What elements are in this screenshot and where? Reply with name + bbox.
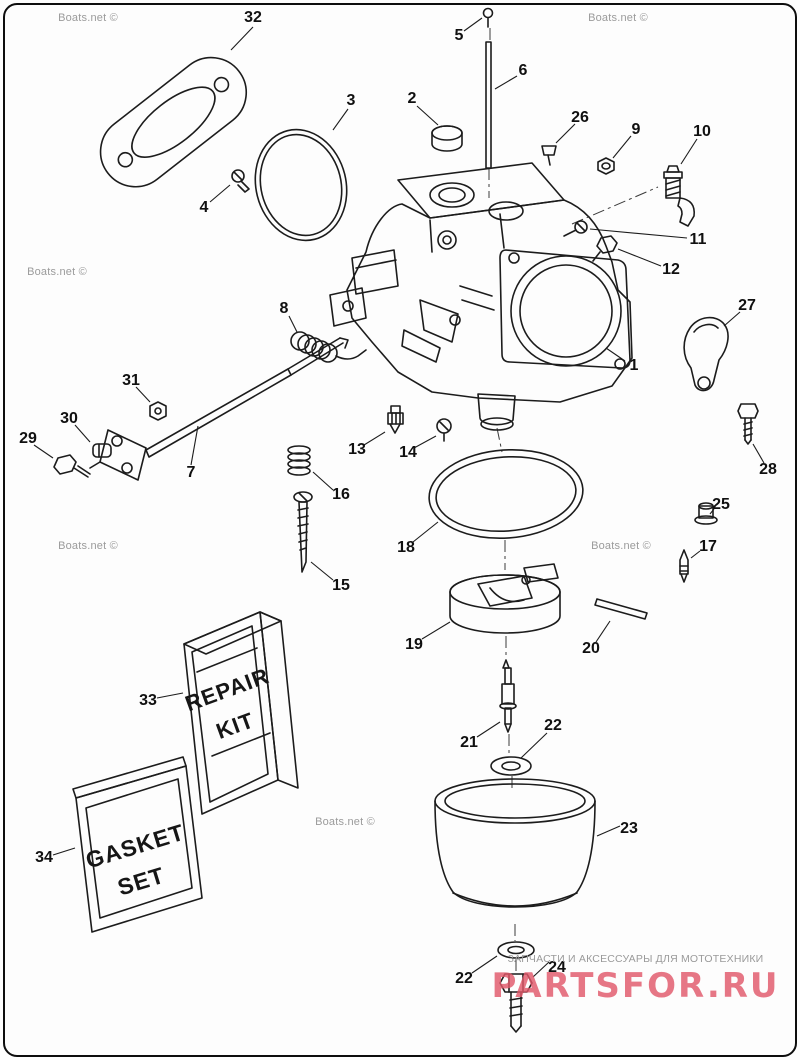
part-8-spring	[290, 331, 367, 363]
part-17-inlet-needle	[679, 549, 689, 583]
part-31-nut	[149, 401, 167, 421]
part-9-nut	[597, 157, 615, 175]
part-5-screw	[482, 7, 494, 28]
footer-brand: PARTSFOR.RU	[491, 966, 780, 1006]
part-2-cap	[431, 125, 463, 152]
gasket-set-label-line1: GASKET	[83, 819, 188, 874]
part-15-adjust-screw	[293, 491, 313, 573]
part-3-cover-plate	[254, 128, 348, 242]
centerlines	[488, 28, 659, 972]
gasket-set-label-line2: SET	[114, 862, 167, 901]
part-19-float	[449, 563, 561, 634]
part-24-bolt	[499, 973, 533, 1033]
part-23-float-bowl	[434, 778, 596, 908]
repair-kit-label-line1: REPAIR	[182, 663, 273, 716]
part-22-washer-lower	[497, 941, 535, 959]
footer-tagline: ЗАПЧАСТИ И АКСЕССУАРЫ ДЛЯ МОТОТЕХНИКИ	[507, 953, 764, 965]
part-34-gasket-set-package	[72, 756, 203, 933]
part-6-rod	[485, 41, 492, 169]
part-16-spring	[287, 445, 311, 476]
part-13-fitting	[387, 405, 404, 434]
part-30-sleeve	[92, 443, 112, 458]
part-22-washer-upper	[490, 756, 532, 776]
part-20-hinge-pin	[594, 598, 648, 620]
part-27-bracket	[683, 316, 729, 392]
part-12-bolt	[592, 235, 618, 262]
part-4-screw	[231, 169, 250, 193]
part-33-repair-kit-box	[183, 611, 299, 815]
repair-kit-label-line2: KIT	[213, 707, 258, 744]
part-21-needle-valve	[499, 659, 517, 733]
part-7-link-rod	[89, 337, 349, 481]
part-11-screw	[563, 220, 588, 237]
part-25-needle-seat	[694, 502, 718, 525]
part-18-gasket-ring	[428, 448, 584, 540]
part-14-screw	[436, 418, 452, 442]
part-28-screw	[737, 403, 759, 445]
part-29-screw	[53, 454, 91, 478]
part-10-elbow-fitting	[663, 165, 696, 227]
part-26-screw	[541, 145, 557, 166]
part-32-flange-gasket	[99, 56, 248, 188]
part-1-carburetor-body	[329, 162, 633, 431]
callout-leader-lines	[33, 17, 765, 978]
site-watermark: ЗАПЧАСТИ И АКСЕССУАРЫ ДЛЯ МОТОТЕХНИКИ PA…	[478, 953, 793, 1006]
